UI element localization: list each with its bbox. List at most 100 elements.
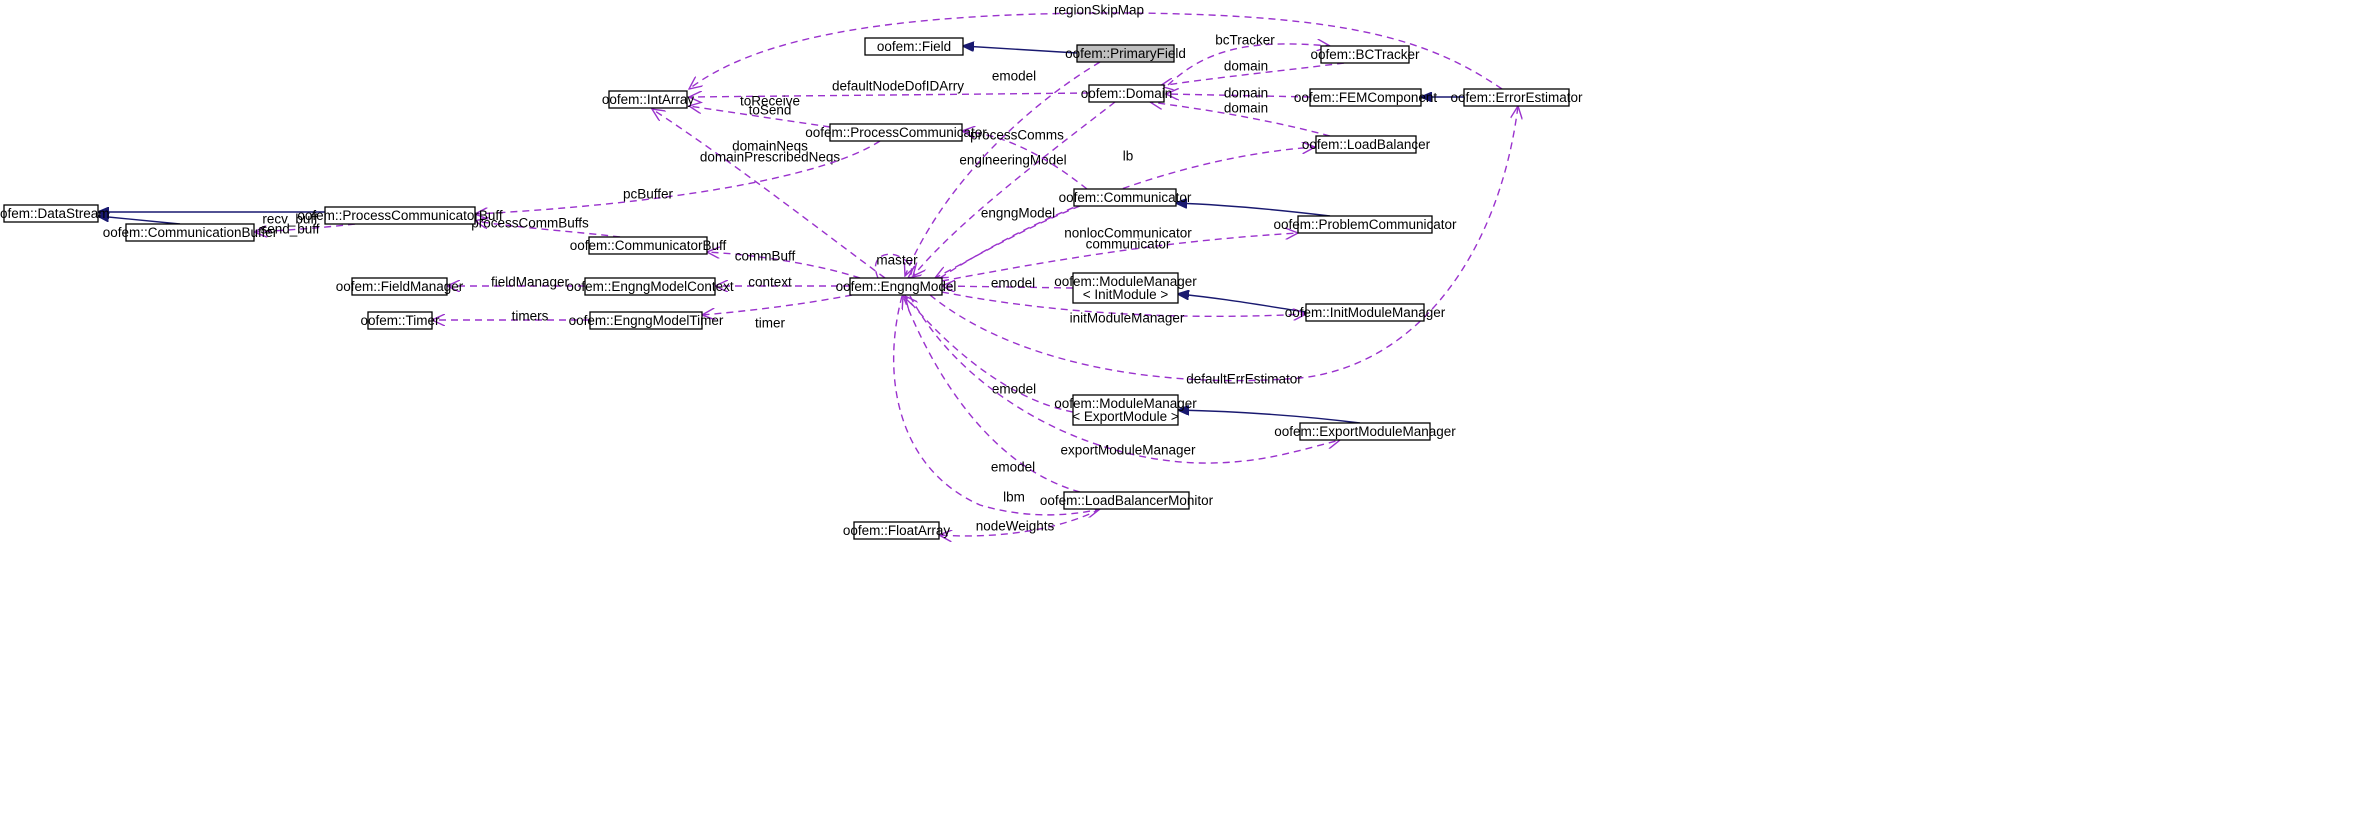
usage-connector [939, 508, 1101, 536]
edge-label: lbm [1003, 490, 1025, 505]
class-node-load-balancer[interactable]: oofem::LoadBalancer [1302, 135, 1431, 154]
edge-load-balancer-monitor-to-engng-model: emodel [903, 296, 1081, 493]
class-node-engng-model-context[interactable]: oofem::EngngModelContext [566, 277, 734, 296]
class-node-module-manager-export[interactable]: oofem::ModuleManager< ExportModule > [1054, 394, 1197, 426]
class-node-femcomponent[interactable]: oofem::FEMComponent [1294, 88, 1438, 107]
edge-engng-model-to-load-balancer-monitor: lbm [892, 295, 1100, 515]
class-name: oofem::CommunicatorBuff [570, 238, 727, 253]
class-node-module-manager-init[interactable]: oofem::ModuleManager< InitModule > [1054, 272, 1197, 304]
class-box [1463, 88, 1570, 107]
edge-module-manager-init-to-engng-model: emodel [942, 276, 1074, 291]
class-node-field-manager[interactable]: oofem::FieldManager [336, 277, 464, 296]
class-node-float-array[interactable]: oofem::FloatArray [843, 521, 951, 540]
class-node-communicator-buff[interactable]: oofem::CommunicatorBuff [570, 236, 727, 255]
inheritance-connector [963, 46, 1078, 54]
class-node-domain[interactable]: oofem::Domain [1081, 84, 1173, 103]
edge-export-module-manager-to-module-manager-export [1178, 410, 1361, 424]
class-name: oofem::EngngModelContext [566, 279, 734, 294]
class-node-load-balancer-monitor[interactable]: oofem::LoadBalancerMonitor [1040, 491, 1214, 510]
class-name: oofem::ModuleManager [1054, 274, 1197, 289]
class-name: oofem::CommunicationBuffer [103, 225, 278, 240]
class-node-process-communicator[interactable]: oofem::ProcessCommunicator [805, 123, 987, 142]
class-box [1063, 491, 1190, 510]
edge-engng-model-to-error-estimator: defaultErrEstimator [929, 106, 1518, 387]
class-node-export-module-manager[interactable]: oofem::ExportModuleManager [1274, 422, 1456, 441]
class-name: oofem::LoadBalancerMonitor [1040, 493, 1214, 508]
class-box [1320, 45, 1410, 64]
class-node-field[interactable]: oofem::Field [864, 37, 964, 56]
class-name: oofem::FloatArray [843, 523, 951, 538]
class-node-engng-model[interactable]: oofem::EngngModel [836, 277, 957, 296]
edge-engng-model-to-init-module-manager: initModuleManager [941, 291, 1306, 326]
usage-connector [702, 294, 853, 315]
class-node-problem-communicator[interactable]: oofem::ProblemCommunicator [1273, 215, 1457, 234]
usage-connector [892, 295, 1100, 515]
class-box [853, 521, 940, 540]
class-box [608, 90, 688, 109]
edge-label: nonlocCommunicator [1064, 226, 1192, 241]
class-box [3, 204, 99, 223]
class-node-communication-buffer[interactable]: oofem::CommunicationBuffer [103, 223, 278, 242]
edge-engng-model-context-to-field-manager: fieldManager [447, 275, 585, 290]
class-name: < ExportModule > [1072, 409, 1179, 424]
edge-init-module-manager-to-module-manager-init [1178, 294, 1307, 313]
edge-label: engngModel [981, 206, 1055, 221]
class-node-data-stream[interactable]: oofem::DataStream [0, 204, 110, 223]
class-name: oofem::Domain [1081, 86, 1173, 101]
class-node-timer[interactable]: oofem::Timer [360, 311, 440, 330]
edge-engng-model-to-communicator-buff: commBuff [707, 249, 861, 279]
class-node-int-array[interactable]: oofem::IntArray [602, 90, 695, 109]
inheritance-connector [1178, 410, 1361, 424]
class-name: oofem::PrimaryField [1065, 46, 1186, 61]
usage-connector [475, 221, 621, 238]
class-box [829, 123, 963, 142]
class-name: oofem::FieldManager [336, 279, 464, 294]
class-node-bctracker[interactable]: oofem::BCTracker [1310, 45, 1420, 64]
class-box [351, 277, 448, 296]
usage-connector [941, 291, 1306, 316]
class-box [1072, 272, 1179, 304]
edge-module-manager-export-to-engng-model: emodel [905, 296, 1074, 413]
edge-femcomponent-to-domain: domain [1166, 86, 1311, 101]
edge-label: bcTracker [1215, 33, 1275, 48]
usage-connector [874, 253, 911, 278]
edge-label: domainNeqs [732, 139, 808, 154]
class-node-communicator[interactable]: oofem::Communicator [1059, 188, 1192, 207]
usage-connector [909, 295, 1340, 464]
class-box [367, 311, 433, 330]
edge-label: domain [1224, 101, 1268, 116]
edge-label: timers [512, 309, 549, 324]
edge-label: emodel [992, 69, 1036, 84]
class-node-init-module-manager[interactable]: oofem::InitModuleManager [1285, 303, 1446, 322]
usage-connector [1150, 102, 1331, 137]
class-node-engng-model-timer[interactable]: oofem::EngngModelTimer [569, 311, 724, 330]
class-name: oofem::ProblemCommunicator [1273, 217, 1457, 232]
class-node-error-estimator[interactable]: oofem::ErrorEstimator [1450, 88, 1583, 107]
class-box [589, 311, 703, 330]
class-node-process-communicator-buff[interactable]: oofem::ProcessCommunicatorBuff [297, 206, 503, 225]
edge-communicator-buff-to-process-communicator-buff: processCommBuffs [471, 216, 621, 238]
class-box [1297, 215, 1433, 234]
usage-connector [935, 205, 1081, 278]
usage-connector [689, 93, 1090, 97]
inheritance-connector [98, 216, 181, 225]
edge-problem-communicator-to-communicator [1176, 203, 1331, 217]
edge-label: recv_buff [262, 212, 318, 227]
usage-connector [1166, 94, 1311, 97]
class-name: oofem::LoadBalancer [1302, 137, 1431, 152]
class-name: oofem::ProcessCommunicator [805, 125, 987, 140]
usage-connector [1167, 44, 1330, 86]
class-name: oofem::FEMComponent [1294, 90, 1438, 105]
class-name: oofem::EngngModelTimer [569, 313, 724, 328]
class-box [864, 37, 964, 56]
edge-domain-to-int-array: defaultNodeDofIDArry [689, 79, 1090, 98]
class-node-primary-field: oofem::PrimaryField [1065, 44, 1186, 63]
edge-engng-model-to-engng-model-context: context [715, 275, 850, 290]
edge-label: emodel [992, 382, 1036, 397]
class-name: oofem::Field [877, 39, 951, 54]
usage-connector [962, 131, 1088, 190]
